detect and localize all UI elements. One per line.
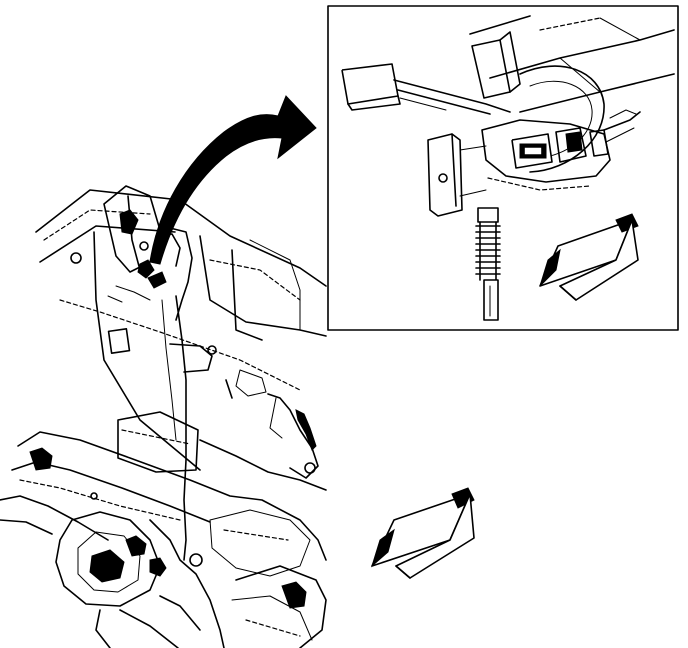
switch-body [481, 109, 641, 191]
plunger-spring [475, 207, 501, 321]
side-plate [427, 133, 487, 217]
cable-routing [161, 295, 213, 561]
detail-inset [327, 5, 679, 331]
front-of-vehicle-arrow-icon [371, 487, 475, 579]
frame-rail-mid [117, 393, 327, 491]
inset-frame [327, 5, 679, 331]
engine-compartment-view [0, 95, 327, 648]
firewall-panel [35, 189, 327, 471]
mounting-bracket [471, 31, 521, 99]
front-suspension-lower [0, 431, 327, 648]
column-tube [469, 15, 675, 173]
callout-arrow-icon [149, 95, 317, 265]
release-lever [341, 63, 511, 115]
front-of-vehicle-arrow-icon [539, 213, 639, 301]
